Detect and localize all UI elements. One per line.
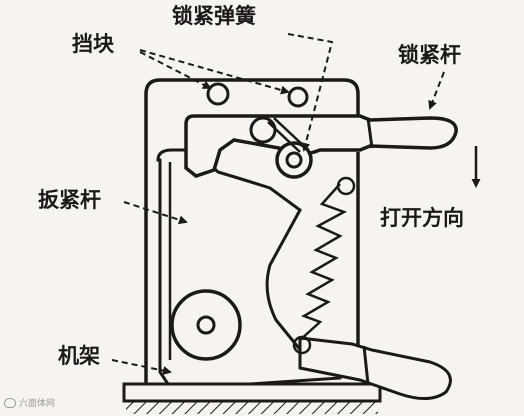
pivot-wheel-pin xyxy=(196,315,216,335)
frame-body xyxy=(144,78,360,384)
base-plate xyxy=(122,382,382,403)
leader-stop-left xyxy=(139,51,212,89)
leader-locking-lever xyxy=(428,71,445,110)
leader-spring xyxy=(287,33,334,152)
watermark: 六面体网 xyxy=(4,396,55,409)
wrench-handle xyxy=(298,336,452,400)
watermark-text: 六面体网 xyxy=(19,399,56,409)
locking-lever-body xyxy=(184,114,458,178)
spring-top-hook xyxy=(336,176,356,196)
leader-stop-right xyxy=(139,49,290,95)
stop-block-right xyxy=(287,86,309,108)
label-locking-spring: 锁紧弹簧 xyxy=(172,4,256,28)
tension-spring-coil xyxy=(299,183,348,341)
ground-hatching xyxy=(126,400,378,414)
stop-block-left xyxy=(206,82,230,106)
label-stop-block: 挡块 xyxy=(72,32,114,56)
locking-spring-arm xyxy=(267,117,307,153)
label-wrench-lever: 扳紧杆 xyxy=(38,188,101,212)
label-frame: 机架 xyxy=(58,344,100,368)
weibo-logo-icon xyxy=(4,397,16,408)
label-open-direction: 打开方向 xyxy=(380,206,464,230)
spring-pivot-inner xyxy=(285,151,303,169)
locking-lever-collar xyxy=(366,117,374,149)
label-locking-lever: 锁紧杆 xyxy=(398,43,461,67)
spring-bottom-hook xyxy=(292,335,312,355)
leader-wrench-lever xyxy=(123,201,188,225)
wrench-handle-collar xyxy=(362,345,370,385)
locking-lever-pivot xyxy=(249,116,277,144)
